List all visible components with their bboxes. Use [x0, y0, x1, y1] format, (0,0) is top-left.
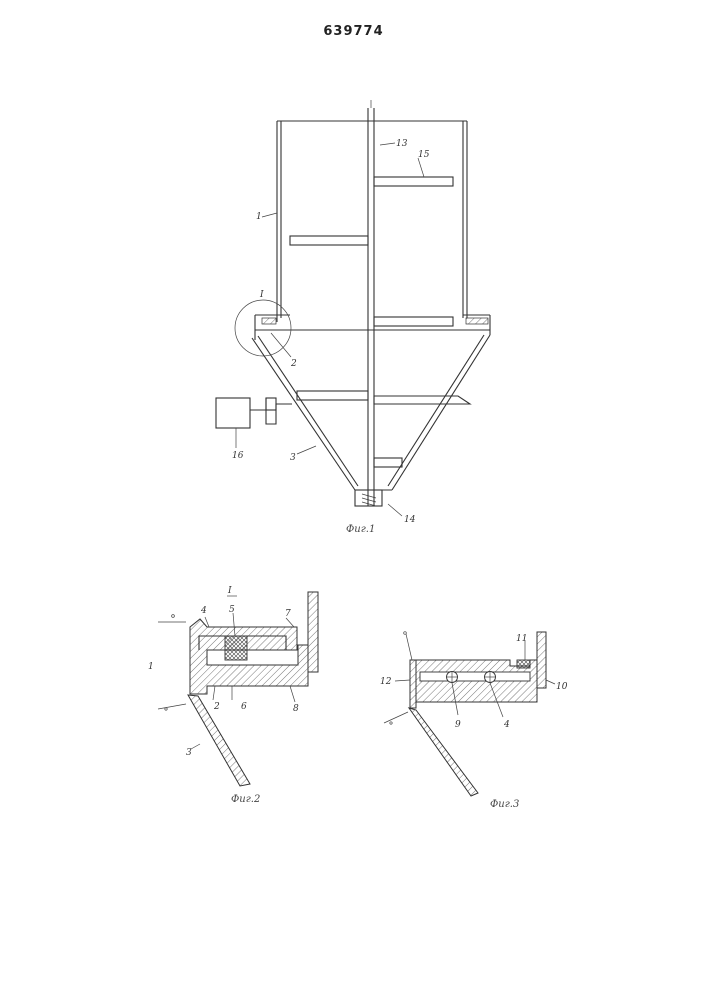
- fig2-label-4: 4: [200, 606, 207, 616]
- fig1-caption: Фиг.1: [346, 524, 375, 535]
- vessel-body: [277, 121, 467, 322]
- agitator-blades: [290, 177, 470, 467]
- flange-joint: [235, 300, 490, 356]
- fig3-label-11: 11: [516, 634, 527, 644]
- cone-section: [252, 335, 490, 506]
- label-seal: 2: [290, 359, 297, 369]
- fig2-label-2: 2: [213, 702, 220, 712]
- fig2-label-6: 6: [241, 702, 247, 712]
- fig2-label-5: 5: [229, 605, 235, 615]
- fig3-label-4: 4: [503, 720, 510, 730]
- label-drive: 16: [232, 451, 244, 461]
- figure-2: I 4 5 7 1 2 6 8 3 Фиг.2: [148, 586, 318, 805]
- seal-insert: [225, 636, 247, 660]
- figure-1: 1 I 2 3 16 13 15 14 Фиг.1: [216, 100, 490, 535]
- drive-unit: [216, 398, 292, 428]
- fig3-caption: Фиг.3: [490, 799, 519, 810]
- label-vessel: 1: [256, 212, 262, 222]
- fig3-label-9: 9: [455, 720, 461, 730]
- label-cone: 3: [290, 453, 296, 463]
- fig3-label-12: 12: [380, 677, 392, 687]
- fig2-caption: Фиг.2: [231, 794, 260, 805]
- fig2-title: I: [227, 586, 232, 596]
- figure-3: 12 9 4 11 10 Фиг.3: [380, 632, 568, 810]
- fig2-label-1: 1: [148, 662, 154, 672]
- label-bottom: 14: [404, 515, 416, 525]
- label-blade: 15: [418, 150, 430, 160]
- detail-circle: [235, 300, 291, 356]
- fig2-label-3: 3: [186, 748, 192, 758]
- fig2-label-7: 7: [285, 609, 291, 619]
- fig2-label-8: 8: [293, 704, 299, 714]
- agitator-shaft: [368, 100, 374, 506]
- label-detail: I: [259, 290, 264, 300]
- fig3-label-10: 10: [556, 682, 568, 692]
- label-shaft: 13: [396, 139, 408, 149]
